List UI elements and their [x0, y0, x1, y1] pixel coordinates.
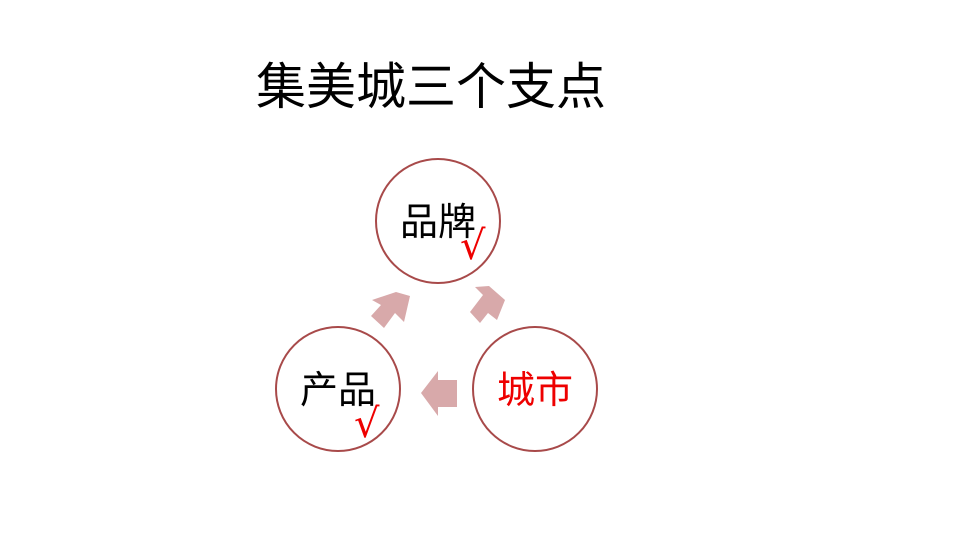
node-product: 产品 [275, 326, 401, 452]
node-brand: 品牌 [375, 158, 501, 284]
node-brand-label: 品牌 [399, 200, 476, 244]
arrow-city-to-product-icon [421, 371, 457, 416]
node-product-label: 产品 [299, 368, 376, 412]
product-check-icon: √ [354, 401, 380, 447]
brand-check-icon: √ [460, 223, 486, 269]
arrow-brand-to-city-icon [470, 286, 505, 323]
arrow-product-to-brand-icon [371, 292, 410, 328]
slide-title: 集美城三个支点 [256, 58, 606, 116]
node-city: 城市 [472, 326, 598, 452]
node-city-label: 城市 [496, 368, 573, 412]
